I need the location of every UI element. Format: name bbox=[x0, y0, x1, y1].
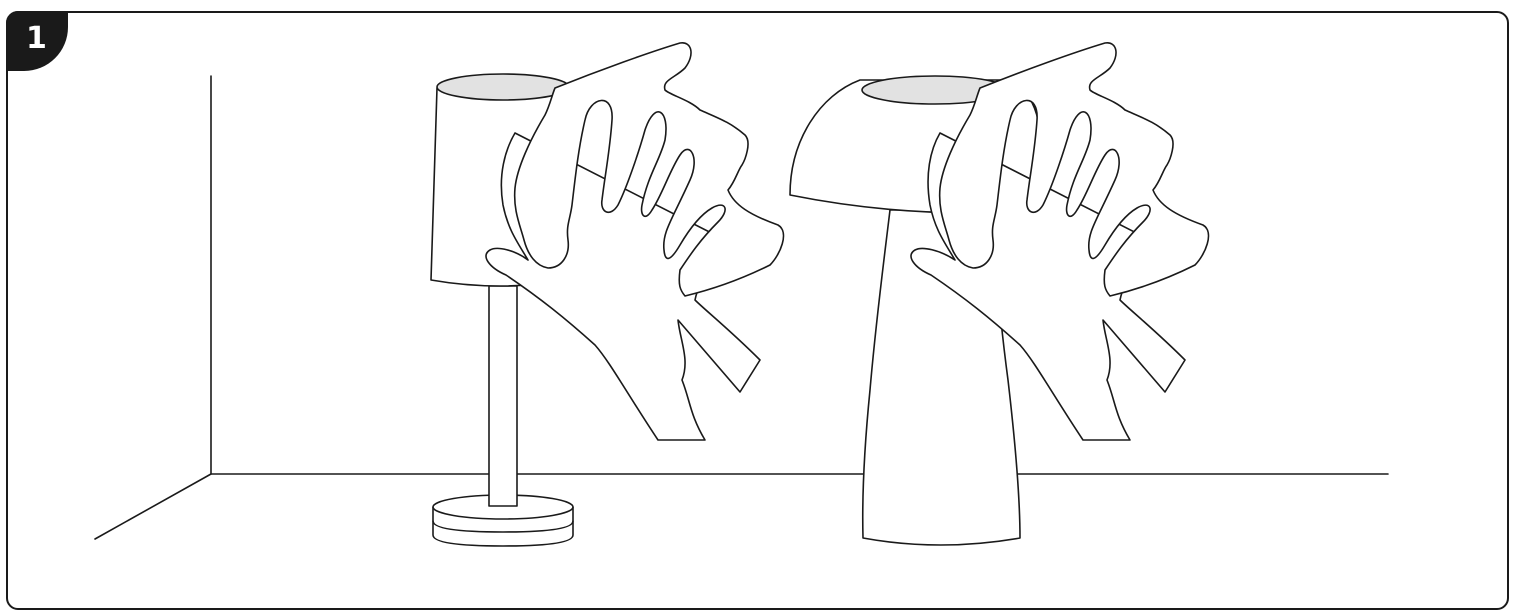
instruction-panel bbox=[6, 11, 1509, 610]
step-number: 1 bbox=[26, 21, 47, 56]
hand-with-cloth-right bbox=[910, 42, 1210, 441]
hand-with-cloth-left bbox=[485, 42, 785, 441]
step-badge: 1 bbox=[6, 11, 68, 71]
